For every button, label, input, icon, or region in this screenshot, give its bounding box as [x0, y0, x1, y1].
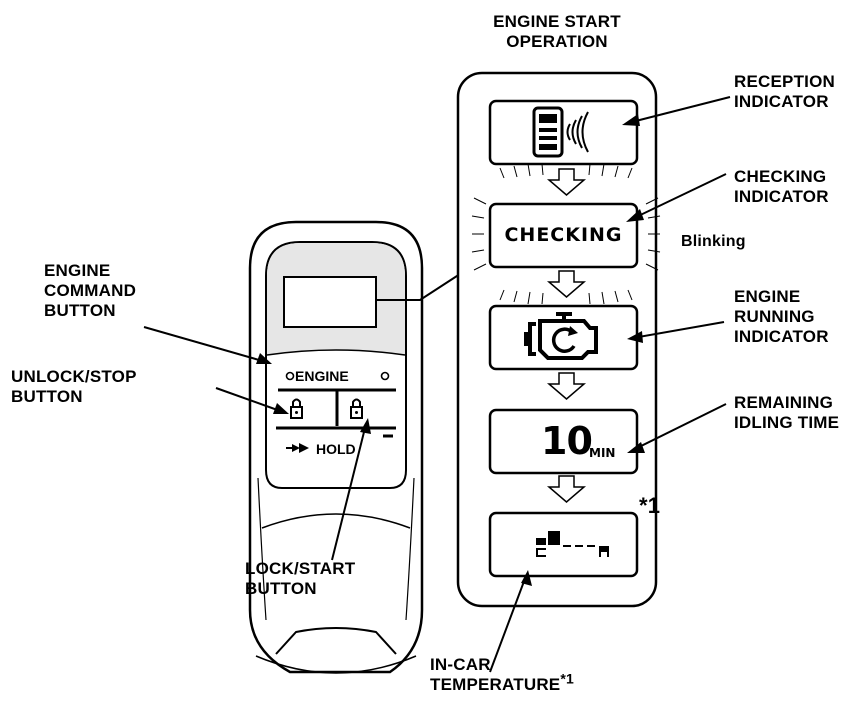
engine-running-line-1: ENGINE [734, 287, 801, 306]
remote-signal-icon [532, 106, 589, 158]
blinking-label: Blinking [681, 233, 746, 250]
checking-line-2: INDICATOR [734, 187, 829, 206]
in-car-temp-line-2: TEMPERATURE [430, 675, 561, 694]
engine-command-line-2: COMMAND [44, 281, 137, 300]
time-unit: MIN [589, 446, 616, 460]
in-car-temp-callout: IN-CAR TEMPERATURE*1 [430, 655, 574, 695]
engine-running-callout: ENGINE RUNNING INDICATOR [734, 287, 829, 347]
checking-callout: CHECKING INDICATOR [734, 167, 829, 207]
arrow-down-icon [546, 270, 587, 298]
engine-command-callout: ENGINE COMMAND BUTTON [44, 261, 136, 321]
engine-dot-right [380, 371, 390, 381]
hold-label: HOLD [316, 441, 356, 457]
unlock-button-lock-icon[interactable] [290, 398, 303, 419]
temperature-indicator [488, 511, 639, 578]
reception-line-1: RECEPTION [734, 72, 835, 91]
engine-running-line-2: RUNNING [734, 307, 815, 326]
checking-text: CHECKING [504, 224, 623, 246]
temperature-bar-icon [536, 531, 609, 557]
engine-command-line-1: ENGINE [44, 261, 111, 280]
engine-icon [524, 312, 598, 360]
remaining-line-2: IDLING TIME [734, 413, 840, 432]
display-connector-line [376, 273, 461, 301]
reception-callout: RECEPTION INDICATOR [734, 72, 835, 112]
reception-indicator [488, 99, 639, 166]
engine-command-line-3: BUTTON [44, 301, 116, 320]
remaining-callout: REMAINING IDLING TIME [734, 393, 839, 433]
arrow-down-icon [546, 168, 587, 196]
reception-line-2: INDICATOR [734, 92, 829, 111]
leader-lines [143, 96, 731, 673]
temp-footnote-mark: *1 [639, 493, 661, 518]
in-car-temp-footnote: *1 [560, 670, 574, 687]
time-number: 10 [541, 419, 593, 463]
unlock-stop-callout: UNLOCK/STOP BUTTON [11, 367, 137, 407]
lock-start-callout: LOCK/START BUTTON [245, 559, 355, 599]
lock-start-line-1: LOCK/START [245, 559, 356, 578]
fob-display [283, 276, 377, 328]
in-car-temp-line-1: IN-CAR [430, 655, 491, 674]
unlock-stop-line-2: BUTTON [11, 387, 83, 406]
blink-rays [471, 163, 661, 305]
engine-dot-left [285, 371, 295, 381]
engine-button-label[interactable]: ENGINE [295, 368, 349, 384]
hold-arrow-icon [286, 443, 309, 453]
arrow-down-icon [546, 475, 587, 503]
unlock-stop-line-1: UNLOCK/STOP [11, 367, 137, 386]
engine-running-indicator [488, 304, 639, 371]
arrowheads [256, 114, 645, 586]
remote-fob [248, 220, 424, 674]
arrow-down-icon [546, 372, 587, 400]
lock-start-line-2: BUTTON [245, 579, 317, 598]
title-line-1: ENGINE START [493, 12, 621, 31]
diagram-title: ENGINE START OPERATION [458, 12, 656, 52]
checking-indicator [471, 163, 661, 305]
title-line-2: OPERATION [506, 32, 608, 51]
checking-line-1: CHECKING [734, 167, 827, 186]
engine-running-line-3: INDICATOR [734, 327, 829, 346]
remaining-line-1: REMAINING [734, 393, 834, 412]
remaining-time-indicator [488, 408, 639, 475]
lock-button-lock-icon[interactable] [350, 398, 363, 419]
